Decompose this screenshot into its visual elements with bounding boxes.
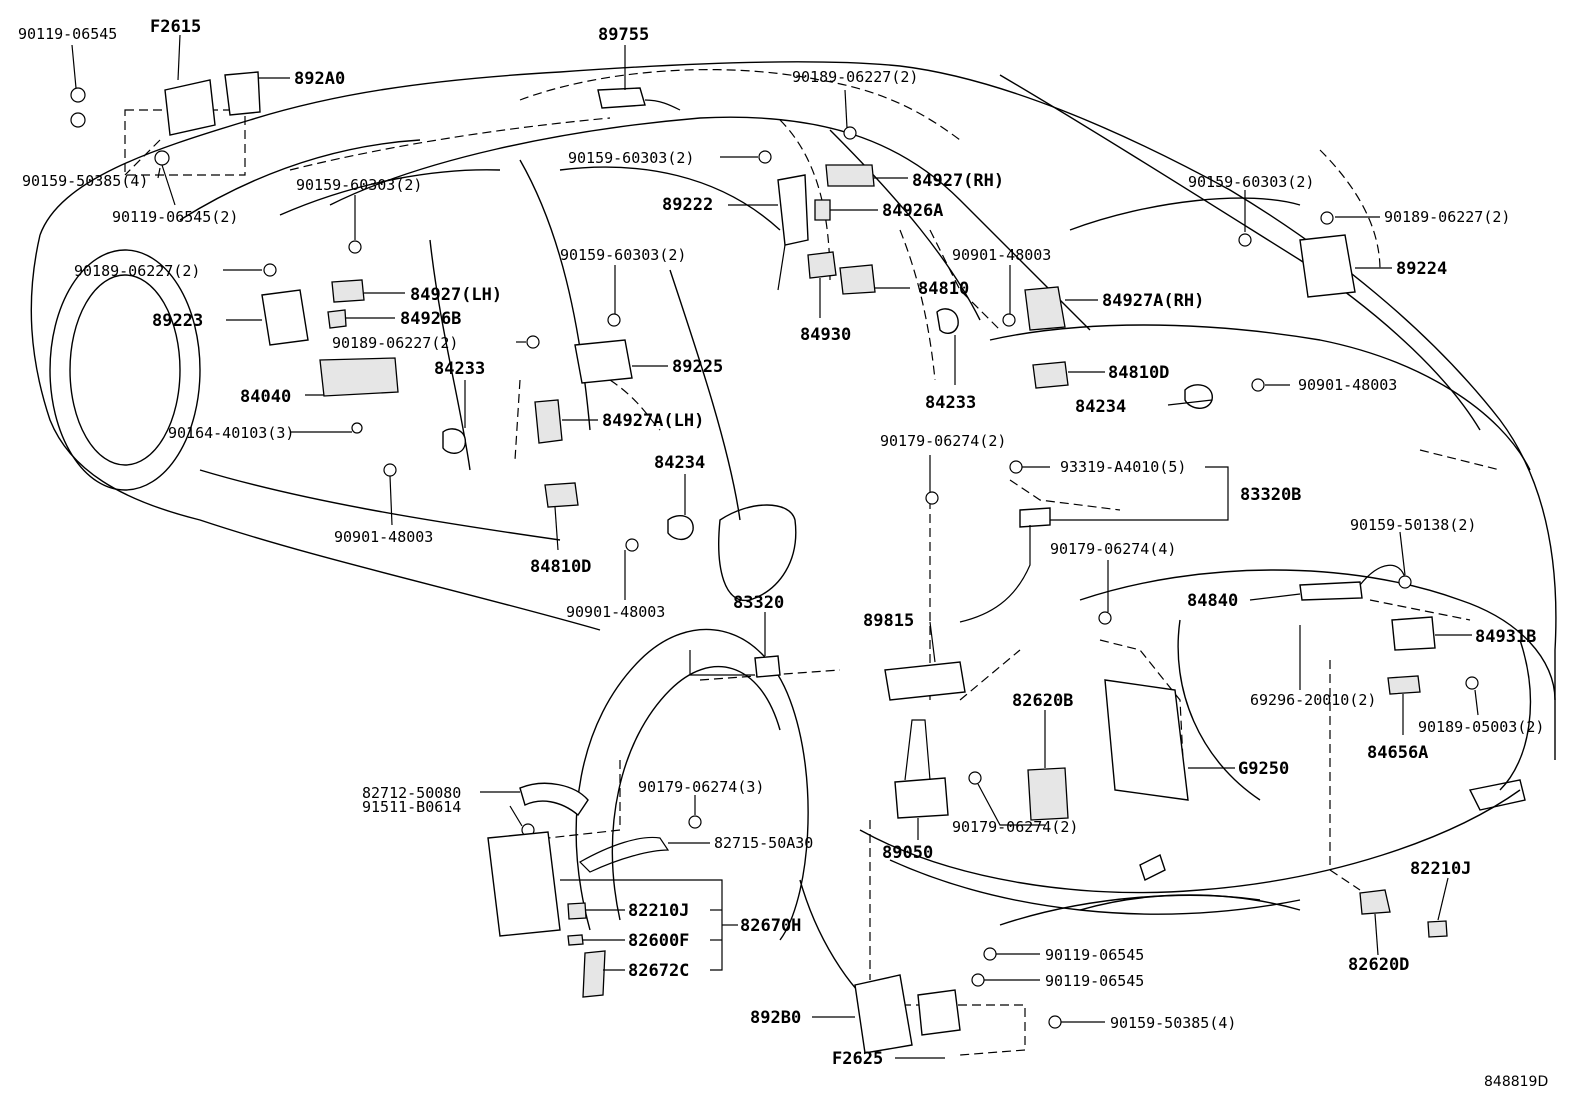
label-90159-60303-mid: 90159-60303(2) (560, 246, 686, 264)
dashed-guide-lines (124, 69, 1501, 1056)
label-89223: 89223 (152, 311, 203, 331)
label-F2615: F2615 (150, 17, 201, 37)
label-82210J-right: 82210J (1410, 859, 1471, 879)
label-90901-48003-left: 90901-48003 (334, 528, 433, 546)
label-84233-right: 84233 (925, 393, 976, 413)
label-90901-48003-right: 90901-48003 (1298, 376, 1397, 394)
label-84233-left: 84233 (434, 359, 485, 379)
label-84656A: 84656A (1367, 743, 1428, 763)
label-90159-50385-bottom: 90159-50385(4) (1110, 1014, 1236, 1032)
label-84810D-right: 84810D (1108, 363, 1169, 383)
label-84926B: 84926B (400, 309, 461, 329)
label-84810: 84810 (918, 279, 969, 299)
label-90189-06227-lf: 90189-06227(2) (74, 262, 200, 280)
label-84810D-left: 84810D (530, 557, 591, 577)
label-83320: 83320 (733, 593, 784, 613)
label-84926A: 84926A (882, 201, 943, 221)
label-84930: 84930 (800, 325, 851, 345)
label-90179-06274-4: 90179-06274(4) (1050, 540, 1176, 558)
label-89050: 89050 (882, 843, 933, 863)
label-90119-06545-2: 90119-06545(2) (112, 208, 238, 226)
label-892A0: 892A0 (294, 69, 345, 89)
label-84234-left: 84234 (654, 453, 705, 473)
label-84927A-RH: 84927A(RH) (1102, 291, 1204, 311)
label-69296-20010: 69296-20010(2) (1250, 691, 1376, 709)
label-84927-LH: 84927(LH) (410, 285, 502, 305)
part-shapes (70, 71, 1479, 1054)
car-body-outline (30, 61, 1557, 1011)
label-90189-06227-mid: 90189-06227(2) (332, 334, 458, 352)
label-93319-A4010: 93319-A4010(5) (1060, 458, 1186, 476)
label-90179-06274-3: 90179-06274(3) (638, 778, 764, 796)
label-90179-06274-top: 90179-06274(2) (880, 432, 1006, 450)
label-82712-50080: 82712-50080 (362, 784, 461, 802)
label-82620D: 82620D (1348, 955, 1409, 975)
label-82672C: 82672C (628, 961, 689, 981)
label-82210J-left: 82210J (628, 901, 689, 921)
label-89815: 89815 (863, 611, 914, 631)
label-90119-06545-top: 90119-06545 (18, 25, 117, 43)
label-82620B: 82620B (1012, 691, 1073, 711)
label-90189-05003: 90189-05003(2) (1418, 718, 1544, 736)
label-82600F: 82600F (628, 931, 689, 951)
label-84040: 84040 (240, 387, 291, 407)
label-90159-60303-lf: 90159-60303(2) (296, 176, 422, 194)
label-90901-48003-roof: 90901-48003 (952, 246, 1051, 264)
label-82670H: 82670H (740, 916, 801, 936)
label-F2625: F2625 (832, 1049, 883, 1069)
label-89224: 89224 (1396, 259, 1447, 279)
label-90159-60303-roof: 90159-60303(2) (568, 149, 694, 167)
label-90119-06545-b1: 90119-06545 (1045, 946, 1144, 964)
label-90119-06545-b2: 90119-06545 (1045, 972, 1144, 990)
label-90189-06227-rr: 90189-06227(2) (1384, 208, 1510, 226)
label-90901-48003-bottom: 90901-48003 (566, 603, 665, 621)
label-84840: 84840 (1187, 591, 1238, 611)
label-84931B: 84931B (1475, 627, 1536, 647)
label-83320B: 83320B (1240, 485, 1301, 505)
label-84927A-LH: 84927A(LH) (602, 411, 704, 431)
part-labels: 90119-06545 F2615 892A0 90159-50385(4) 9… (18, 17, 1548, 1090)
label-84927-RH: 84927(RH) (912, 171, 1004, 191)
label-892B0: 892B0 (750, 1008, 801, 1028)
label-90189-06227-roof: 90189-06227(2) (792, 68, 918, 86)
label-89755: 89755 (598, 25, 649, 45)
label-90159-50385-top: 90159-50385(4) (22, 172, 148, 190)
label-91511-B0614: 91511-B0614 (362, 798, 461, 816)
label-90179-06274-2b: 90179-06274(2) (952, 818, 1078, 836)
label-G9250: G9250 (1238, 759, 1289, 779)
label-84234-right: 84234 (1075, 397, 1126, 417)
leader-lines (71, 34, 1479, 1059)
label-90159-60303-rr: 90159-60303(2) (1188, 173, 1314, 191)
label-90159-50138: 90159-50138(2) (1350, 516, 1476, 534)
label-82715-50A30: 82715-50A30 (714, 834, 813, 852)
label-90164-40103: 90164-40103(3) (168, 424, 294, 442)
diagram-reference-code: 848819D (1484, 1074, 1548, 1090)
label-89225: 89225 (672, 357, 723, 377)
label-89222: 89222 (662, 195, 713, 215)
